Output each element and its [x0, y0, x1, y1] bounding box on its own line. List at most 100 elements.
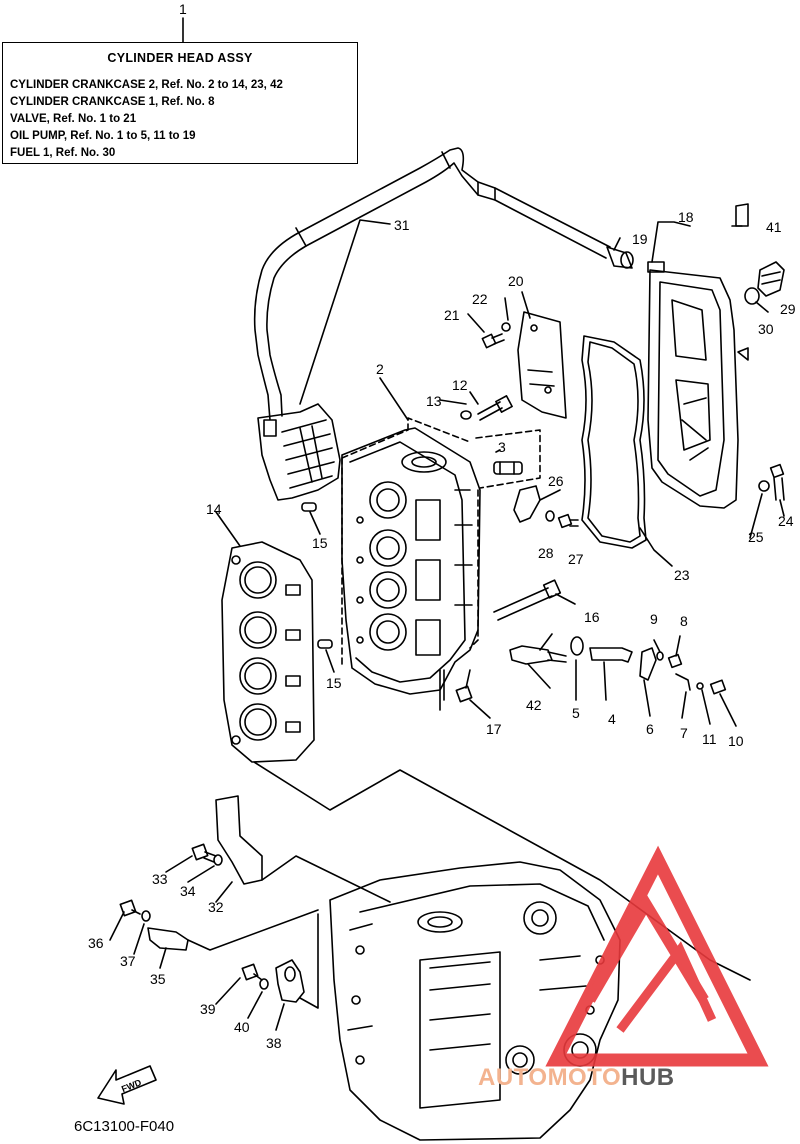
washer-13: [460, 410, 472, 420]
callout-40: 40: [234, 1019, 250, 1035]
callout-11: 11: [702, 731, 717, 747]
part-3: [493, 461, 523, 475]
bolt-27: [557, 513, 579, 529]
washer-9: [656, 651, 664, 661]
bracket-6: [639, 647, 657, 681]
fitting-19: [606, 246, 634, 269]
bolt-33: [191, 843, 217, 863]
callout-36: 36: [88, 935, 104, 951]
cylinder-head-part: [341, 427, 481, 695]
bolt-24: [769, 463, 785, 501]
callout-4: 4: [608, 711, 616, 727]
part-35: [147, 927, 189, 951]
callout-9: 9: [650, 611, 658, 627]
callout-28: 28: [538, 545, 554, 561]
washer-28: [545, 510, 555, 522]
bolt-8: [667, 653, 683, 669]
watermark-text: AUTOMOTOHUB: [478, 1064, 675, 1092]
callout-3: 3: [498, 439, 506, 455]
bolt-17: [455, 669, 473, 703]
fwd-arrow-icon: FWD: [97, 1065, 157, 1105]
callout-12: 12: [452, 377, 468, 393]
assembly-title: CYLINDER HEAD ASSY: [107, 51, 253, 65]
bolt-36: [119, 899, 141, 917]
callout-20: 20: [508, 273, 524, 289]
assembly-line: CYLINDER CRANKCASE 1, Ref. No. 8: [10, 96, 215, 108]
sensor-4: [589, 647, 633, 663]
callout-39: 39: [200, 1001, 216, 1017]
callout-1: 1: [179, 1, 187, 17]
watermark-part2: MOTO: [547, 1064, 622, 1091]
gasket-23: [581, 335, 647, 549]
assembly-line: VALVE, Ref. No. 1 to 21: [10, 113, 137, 125]
callout-24: 24: [778, 513, 794, 529]
callout-5: 5: [572, 705, 580, 721]
cover-38: [275, 959, 305, 1003]
hose-31: [253, 147, 611, 421]
callout-18: 18: [678, 209, 694, 225]
bolt-10: [709, 679, 727, 695]
washer-22: [501, 322, 511, 332]
bolt-12: [477, 395, 513, 421]
callout-19: 19: [632, 231, 648, 247]
washer-11: [696, 682, 704, 690]
clip-7: [675, 673, 691, 691]
fuel-filter-part: [257, 403, 341, 501]
callout-42: 42: [526, 697, 542, 713]
crankcase-part: [329, 861, 621, 1141]
callout-10: 10: [728, 733, 744, 749]
assembly-line: CYLINDER CRANKCASE 2, Ref. No. 2 to 14, …: [10, 79, 283, 91]
bolt-21: [481, 333, 505, 349]
callout-38: 38: [266, 1035, 282, 1051]
watermark-part3: HUB: [621, 1064, 675, 1091]
gasket-14: [221, 541, 315, 763]
cap-29: [757, 261, 785, 297]
connector-line-b: [261, 855, 391, 903]
washer-40: [259, 978, 269, 990]
assembly-info-box: CYLINDER HEAD ASSY CYLINDER CRANKCASE 2,…: [2, 42, 358, 164]
callout-31: 31: [394, 217, 410, 233]
callout-2: 2: [376, 361, 384, 377]
washer-5: [570, 636, 584, 656]
callout-6: 6: [646, 721, 654, 737]
washer-25: [758, 480, 770, 492]
washer-37: [141, 910, 151, 922]
cover-18: [647, 261, 749, 509]
callout-7: 7: [680, 725, 688, 741]
callout-33: 33: [152, 871, 168, 887]
callout-41: 41: [766, 219, 782, 235]
callout-27: 27: [568, 551, 584, 567]
cover-plate-20: [517, 311, 567, 419]
connector-line-d: [299, 913, 319, 1009]
washer-34: [213, 854, 223, 866]
callout-16: 16: [584, 609, 600, 625]
diagram-code: 6C13100-F040: [74, 1118, 175, 1135]
callout-15a: 15: [312, 535, 328, 551]
cover-38-hole: [284, 966, 296, 982]
bracket-26: [513, 485, 541, 523]
callout-34: 34: [180, 883, 196, 899]
watermark-part1: AUTO: [478, 1064, 548, 1091]
callout-30: 30: [758, 321, 774, 337]
callout-17: 17: [486, 721, 502, 737]
callout-23: 23: [674, 567, 690, 583]
callout-8: 8: [680, 613, 688, 629]
callout-15b: 15: [326, 675, 342, 691]
bolt-39: [241, 963, 263, 981]
assembly-line: FUEL 1, Ref. No. 30: [10, 147, 116, 159]
callout-29: 29: [780, 301, 796, 317]
callout-25: 25: [748, 529, 764, 545]
assembly-line: OIL PUMP, Ref. No. 1 to 5, 11 to 19: [10, 130, 196, 142]
o-ring-30: [744, 287, 760, 305]
callout-21: 21: [444, 307, 460, 323]
callout-13: 13: [426, 393, 442, 409]
callout-22: 22: [472, 291, 488, 307]
dowel-pin-15b: [317, 639, 333, 649]
callout-14: 14: [206, 501, 222, 517]
bolt-16: [493, 579, 562, 621]
dowel-pin-15a: [301, 502, 317, 512]
connector-line-c: [187, 909, 319, 951]
spark-plug-42: [509, 645, 567, 665]
callout-32: 32: [208, 899, 224, 915]
